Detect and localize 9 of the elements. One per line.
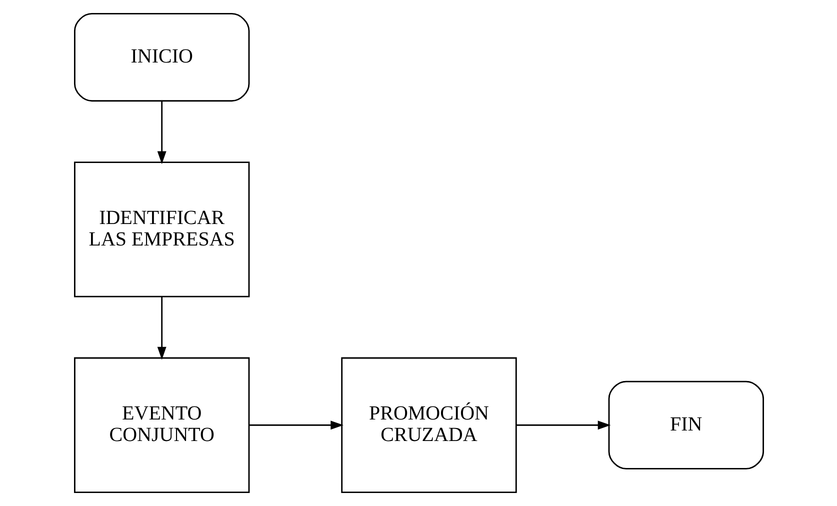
arrow <box>156 296 166 360</box>
arrow <box>249 420 344 430</box>
node-box: PROMOCIÓN CRUZADA <box>340 357 516 493</box>
node-box: INICIO <box>74 13 250 102</box>
arrow <box>156 101 166 164</box>
node-box: EVENTO CONJUNTO <box>74 357 250 493</box>
arrow <box>516 420 610 430</box>
node-box: FIN <box>608 380 764 470</box>
node-box: IDENTIFICAR LAS EMPRESAS <box>74 162 250 298</box>
